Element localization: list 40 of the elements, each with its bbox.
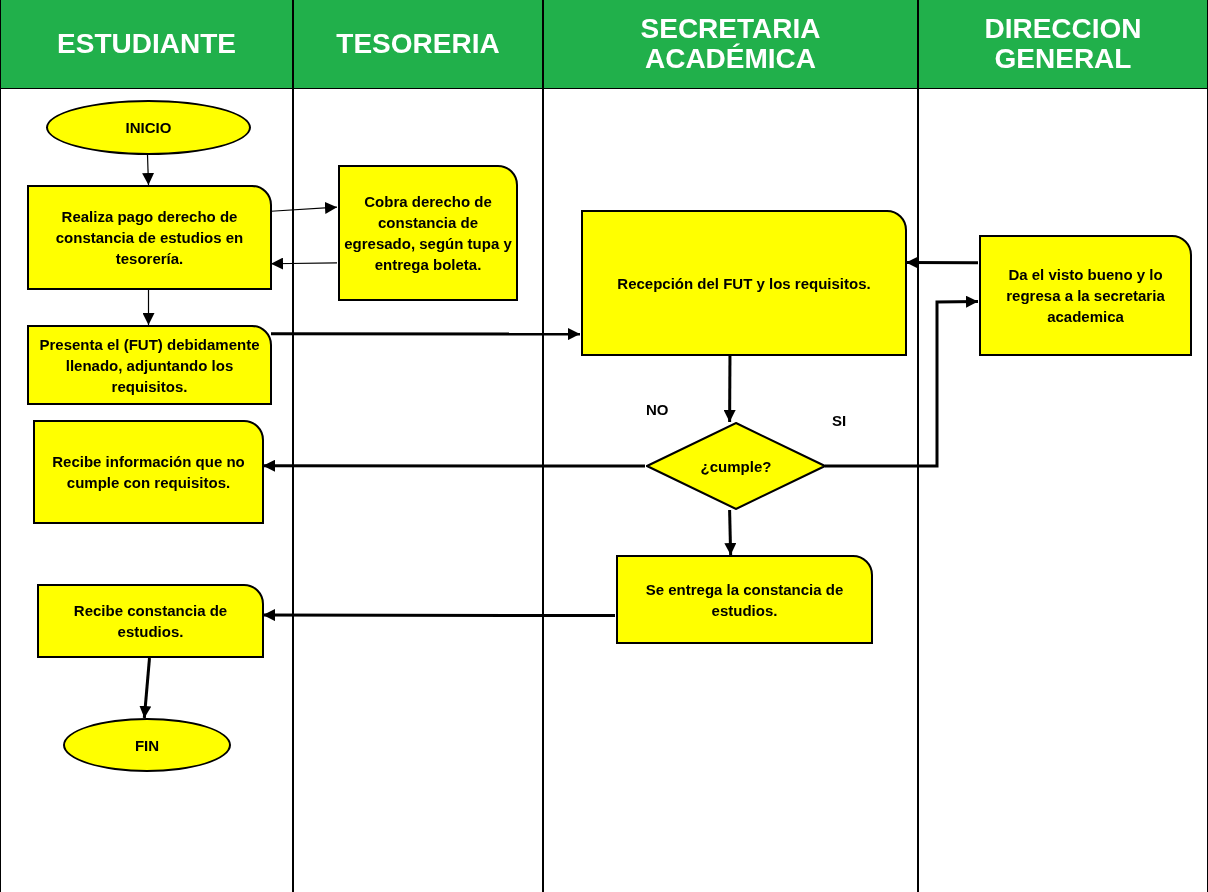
lane-header: TESORERIA <box>294 0 542 89</box>
arrow <box>263 609 615 622</box>
arrow <box>270 201 338 214</box>
step-text: Recibe constancia de estudios. <box>72 601 229 642</box>
arrow <box>724 509 737 556</box>
arrow <box>723 356 736 422</box>
swimlane <box>0 0 293 892</box>
process-box <box>33 420 264 524</box>
arrow <box>142 154 155 186</box>
lane-header: ESTUDIANTE <box>1 0 292 89</box>
step-text: INICIO <box>124 118 173 138</box>
arrow <box>142 289 155 326</box>
process-box <box>581 210 907 356</box>
arrow <box>270 257 338 270</box>
arrow <box>271 328 580 341</box>
lane-header: SECRETARIA ACADÉMICA <box>544 0 917 89</box>
arrow <box>906 256 978 269</box>
process-box <box>979 235 1192 356</box>
process-box <box>37 584 264 658</box>
lane-header: DIRECCION GENERAL <box>919 0 1207 89</box>
swimlane <box>293 0 543 892</box>
arrow <box>825 295 978 468</box>
step-text: Realiza pago derecho de constancia de estudios en tesorería. <box>54 207 245 269</box>
process-box <box>27 185 272 290</box>
process-box <box>616 555 873 644</box>
arrow <box>139 657 152 719</box>
step-text: FIN <box>133 735 161 756</box>
step-text: Da el visto bueno y lo regresa a la secretaria academica <box>1005 265 1166 327</box>
swimlane <box>918 0 1208 892</box>
arrow <box>263 459 645 472</box>
step-text: Cobra derecho de constancia de egresado, según tupa y entrega boleta. <box>343 192 513 275</box>
decision-diamond <box>646 422 826 510</box>
step-text: Se entrega la constancia de estudios. <box>644 579 845 621</box>
process-box <box>338 165 518 301</box>
step-text: ¿cumple? <box>699 456 773 477</box>
step-text: Recepción del FUT y los requisitos. <box>616 273 872 294</box>
step-text: Presenta el (FUT) debidamente llenado, adjuntando los requisitos. <box>38 334 261 397</box>
process-box <box>27 325 272 405</box>
swimlane <box>543 0 918 892</box>
step-text: Recibe información que no cumple con requisitos. <box>51 452 246 493</box>
